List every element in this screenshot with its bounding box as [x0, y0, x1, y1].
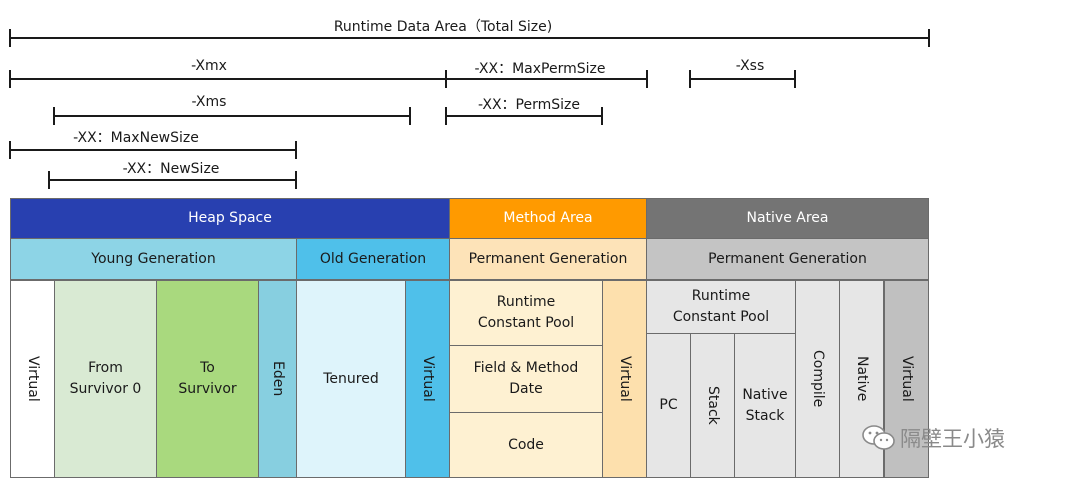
dim-label-maxpermsize: -XX：MaxPermSize — [474, 61, 606, 77]
dim-label-newsize: -XX：NewSize — [122, 161, 220, 177]
watermark-text: 隔壁王小猿 — [900, 427, 1005, 451]
dim-line-newsize — [48, 171, 297, 189]
dimension-lines-svg — [9, 29, 930, 189]
compile-label: Compile — [810, 350, 826, 408]
wechat-icon — [862, 425, 895, 450]
stack-cell: Stack — [690, 333, 735, 478]
permanent-generation-method: Permanent Generation — [449, 238, 647, 280]
code-cell: Code — [449, 412, 603, 478]
permanent-generation-native: Permanent Generation — [646, 238, 929, 280]
method-area-header: Method Area — [449, 198, 647, 239]
dim-label-xms: -Xms — [191, 94, 227, 110]
virtual-method-label: Virtual — [617, 356, 633, 402]
pc-cell: PC — [646, 333, 691, 478]
dim-label-xss: -Xss — [735, 58, 765, 74]
young-generation: Young Generation — [10, 238, 297, 280]
from-survivor-cell: From Survivor 0 — [54, 280, 157, 478]
runtime-constant-pool-native-cell: Runtime Constant Pool — [646, 280, 796, 334]
dim-label-xmx: -Xmx — [191, 58, 227, 74]
tenured-cell: Tenured — [296, 280, 406, 478]
heap-space-header: Heap Space — [10, 198, 450, 239]
dim-line-maxpermsize — [446, 70, 648, 88]
virtual-old-cell: Virtual — [405, 280, 450, 478]
watermark: 隔壁王小猿 — [862, 423, 1005, 453]
native-label: Native — [854, 356, 870, 402]
old-generation: Old Generation — [296, 238, 450, 280]
dim-line-permsize — [445, 107, 603, 125]
native-stack-cell: Native Stack — [734, 333, 796, 478]
eden-label: Eden — [270, 361, 286, 397]
to-survivor-cell: To Survivor — [156, 280, 259, 478]
native-area-header: Native Area — [646, 198, 929, 239]
dim-line-xms — [53, 107, 411, 125]
dim-line-xss — [689, 70, 796, 88]
virtual-young-label: Virtual — [25, 356, 41, 402]
virtual-method-cell: Virtual — [602, 280, 647, 478]
dim-label-runtime: Runtime Data Area（Total Size) — [333, 19, 553, 35]
compile-cell: Compile — [795, 280, 840, 478]
virtual-old-label: Virtual — [420, 356, 436, 402]
dim-line-runtime — [9, 29, 930, 47]
eden-cell: Eden — [258, 280, 297, 478]
dim-line-maxnewsize — [9, 141, 297, 159]
virtual-native-label: Virtual — [899, 356, 915, 402]
stack-label: Stack — [705, 386, 721, 425]
dim-label-permsize: -XX：PermSize — [478, 97, 580, 113]
dim-label-maxnewsize: -XX：MaxNewSize — [73, 130, 199, 146]
dim-line-xmx — [9, 70, 447, 88]
virtual-young-cell: Virtual — [10, 280, 55, 478]
field-method-date-cell: Field & Method Date — [449, 345, 603, 413]
runtime-constant-pool-method-cell: Runtime Constant Pool — [449, 280, 603, 346]
